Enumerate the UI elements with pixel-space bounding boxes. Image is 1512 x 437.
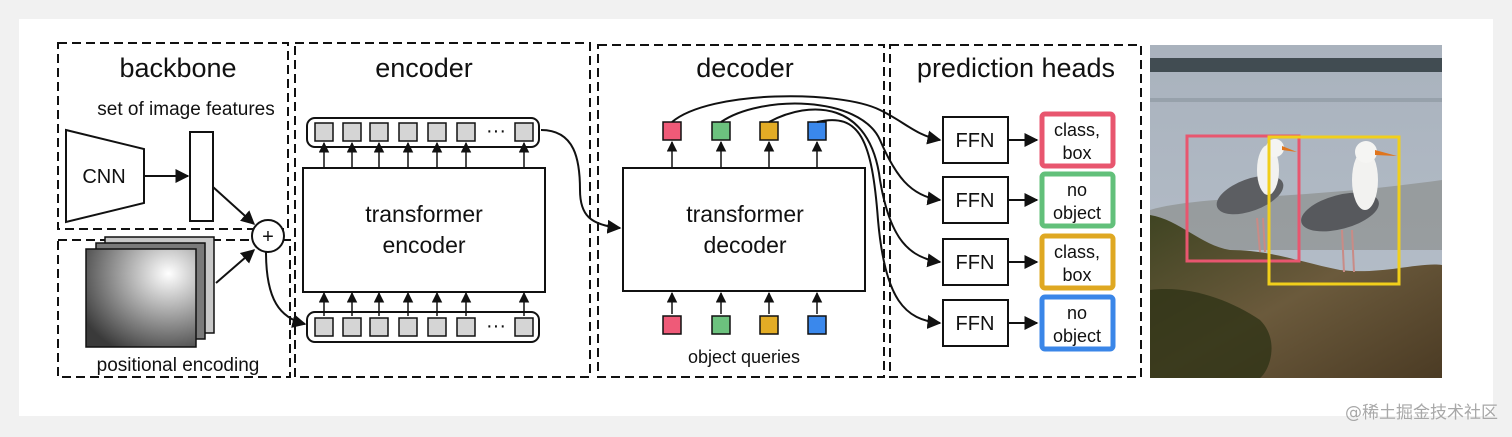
query-3-to-ffn-3-arrow [768, 108, 942, 268]
prediction-output-line1: class, [1054, 242, 1100, 262]
transformer-decoder-block [622, 167, 866, 292]
encoder-to-decoder-arrow [540, 129, 622, 234]
prediction-output-box [1039, 294, 1116, 352]
encoder-block-line1: transformer [365, 201, 483, 227]
prediction-output-box [1039, 111, 1116, 169]
encoder-output-token [398, 122, 418, 142]
decoder-output-embedding [807, 121, 827, 141]
decoder-block-line2: decoder [703, 232, 786, 258]
feature-map-block [189, 131, 214, 222]
prediction-output-box [1039, 171, 1116, 229]
encoder-output-token [342, 122, 362, 142]
decoder-block-line1: transformer [686, 201, 804, 227]
encoder-input-token [514, 317, 534, 337]
decoder-output-embedding [711, 121, 731, 141]
features-to-sum-arrow [212, 186, 256, 225]
encoder-input-token [369, 317, 389, 337]
object-query-token [759, 315, 779, 335]
ffn-block [942, 238, 1009, 286]
query-4-to-ffn-4-arrow [816, 119, 942, 329]
ffn-block [942, 116, 1009, 164]
sum-to-encoder-input-arrow [265, 251, 307, 328]
ffn-label: FFN [956, 130, 995, 152]
object-query-token [662, 315, 682, 335]
encoder-input-token [456, 317, 476, 337]
encoder-block-line2: encoder [382, 232, 465, 258]
object-query-token [711, 315, 731, 335]
backbone-frame [57, 42, 289, 230]
transformer-encoder-block [302, 167, 546, 293]
prediction-output-line2: object [1053, 326, 1101, 346]
encoder-input-ellipsis: ··· [486, 315, 506, 337]
ffn-label: FFN [956, 190, 995, 212]
encoder-input-token [427, 317, 447, 337]
prediction-output-box [1039, 233, 1116, 291]
encoder-output-token [456, 122, 476, 142]
encoder-input-sequence [306, 311, 540, 343]
plus-icon: + [262, 226, 274, 248]
object-queries-label: object queries [688, 347, 800, 367]
decoder-output-embedding [759, 121, 779, 141]
encoder-frame [294, 42, 591, 378]
query-1-to-ffn-1-arrow [671, 95, 942, 145]
encoder-output-sequence [306, 117, 540, 148]
encoder-input-token [314, 317, 334, 337]
decoder-title: decoder [696, 53, 794, 83]
encoder-output-token [314, 122, 334, 142]
ffn-block [942, 176, 1009, 224]
query-2-to-ffn-2-arrow [720, 102, 942, 206]
encoder-input-token [398, 317, 418, 337]
detection-box-bird-2 [1267, 135, 1401, 286]
seagull-photo [1150, 45, 1442, 378]
backbone-title: backbone [119, 53, 236, 83]
prediction-output-line1: no [1067, 180, 1087, 200]
encoder-output-token [514, 122, 534, 142]
object-query-token [807, 315, 827, 335]
pe-layer-1 [85, 248, 197, 348]
sum-node [251, 219, 285, 253]
ffn-label: FFN [956, 252, 995, 274]
decoder-frame [597, 44, 885, 378]
encoder-input-token [342, 317, 362, 337]
encoder-title: encoder [375, 53, 473, 83]
cnn-block [65, 128, 145, 224]
prediction-output-line2: object [1053, 203, 1101, 223]
encoder-output-ellipsis: ··· [486, 120, 506, 142]
prediction-output-line2: box [1062, 265, 1091, 285]
cnn-label: CNN [82, 166, 125, 188]
encoder-output-token [427, 122, 447, 142]
pe-to-sum-arrow [215, 249, 256, 284]
ffn-label: FFN [956, 313, 995, 335]
prediction-heads-title: prediction heads [917, 53, 1115, 83]
prediction-output-line1: no [1067, 303, 1087, 323]
decoder-output-embedding [662, 121, 682, 141]
prediction-output-line1: class, [1054, 120, 1100, 140]
positional-encoding-label: positional encoding [97, 355, 260, 376]
detection-box-bird-1 [1185, 134, 1301, 263]
prediction-output-line2: box [1062, 143, 1091, 163]
image-features-label: set of image features [97, 99, 274, 120]
prediction-heads-frame [889, 44, 1142, 378]
encoder-output-token [369, 122, 389, 142]
watermark: @稀土掘金技术社区 [1345, 403, 1498, 423]
